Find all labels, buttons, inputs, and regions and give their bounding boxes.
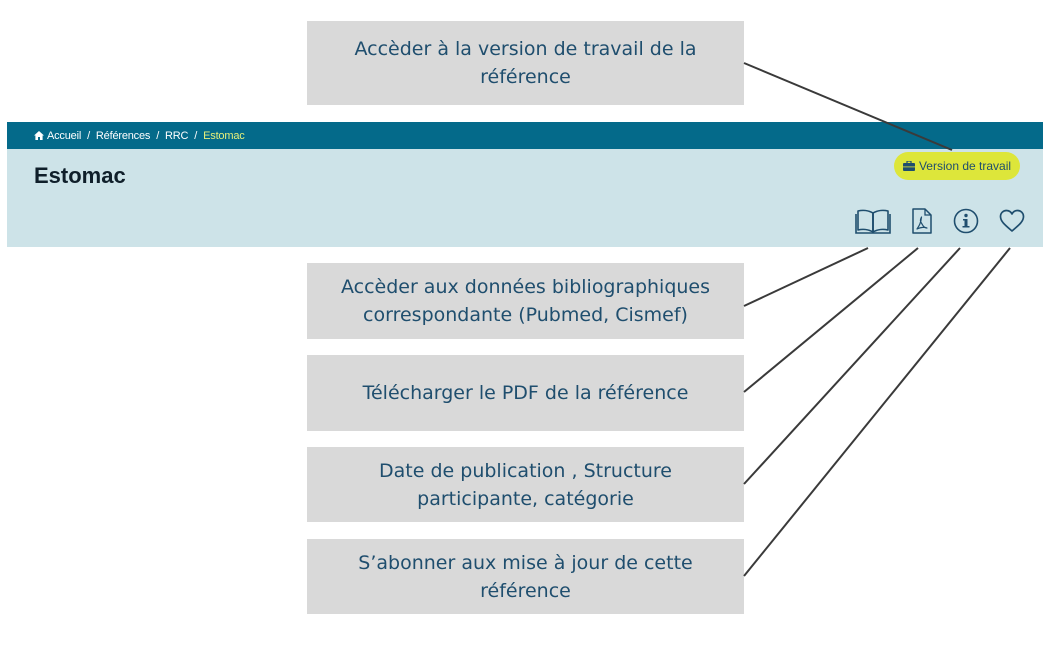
page-header: Estomac Version de travail	[7, 149, 1043, 247]
breadcrumb-separator: /	[156, 129, 160, 142]
callout-work-version: Accèder à la version de travail de la ré…	[307, 21, 744, 105]
breadcrumb: Accueil / Références / RRC / Estomac	[7, 122, 1043, 149]
breadcrumb-item-current: Estomac	[203, 129, 245, 142]
callout-pdf: Télécharger le PDF de la référence	[307, 355, 744, 431]
breadcrumb-item-home[interactable]: Accueil	[34, 130, 81, 142]
bibliography-button[interactable]	[855, 207, 891, 235]
callout-info: Date de publication , Structure particip…	[307, 447, 744, 522]
home-icon	[34, 131, 44, 140]
pdf-file-icon	[912, 208, 932, 234]
page-title: Estomac	[34, 163, 126, 188]
info-button[interactable]	[952, 207, 980, 235]
breadcrumb-separator: /	[87, 129, 90, 142]
breadcrumb-item-references[interactable]: Références	[96, 130, 150, 142]
info-icon	[953, 208, 979, 234]
connector-bibliography	[743, 247, 869, 307]
pdf-download-button[interactable]	[911, 207, 933, 235]
connector-info	[743, 247, 961, 485]
callout-subscribe: S’abonner aux mise à jour de cette référ…	[307, 539, 744, 614]
breadcrumb-separator: /	[194, 129, 198, 142]
heart-icon	[999, 209, 1025, 232]
briefcase-icon	[902, 161, 915, 171]
breadcrumb-item-rrc[interactable]: RRC	[165, 130, 188, 142]
connector-subscribe	[743, 247, 1011, 577]
breadcrumb-label-rrc: RRC	[165, 129, 189, 142]
breadcrumb-label-references: Références	[95, 129, 151, 142]
callout-bibliography: Accèder aux données bibliographiques cor…	[307, 263, 744, 339]
work-version-button[interactable]: Version de travail	[894, 152, 1020, 180]
breadcrumb-label-home: Accueil	[47, 129, 82, 142]
work-version-label: Version de travail	[918, 159, 1012, 173]
subscribe-button[interactable]	[998, 207, 1026, 235]
open-book-icon	[855, 209, 891, 234]
connector-pdf	[743, 247, 919, 393]
